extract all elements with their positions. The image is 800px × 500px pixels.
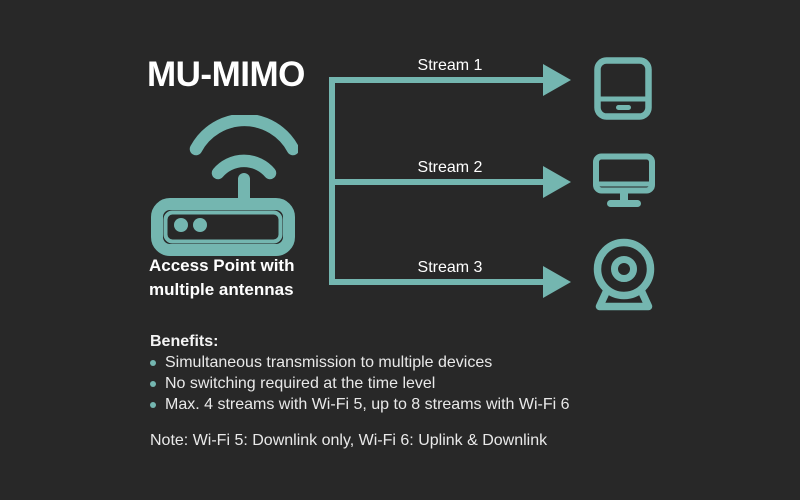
stream-2-arrowhead-icon bbox=[543, 166, 571, 198]
stream-3-arrowhead-icon bbox=[543, 266, 571, 298]
stream-1-arrowhead-icon bbox=[543, 64, 571, 96]
benefits-section: Benefits: Simultaneous transmission to m… bbox=[150, 331, 570, 415]
benefit-text: Simultaneous transmission to multiple de… bbox=[165, 354, 493, 371]
stream-1-arrow-line bbox=[329, 77, 543, 83]
benefit-item: Max. 4 streams with Wi-Fi 5, up to 8 str… bbox=[150, 394, 570, 415]
access-point-caption: Access Point with multiple antennas bbox=[149, 254, 294, 302]
wifi-router-icon bbox=[151, 115, 298, 256]
benefit-item: Simultaneous transmission to multiple de… bbox=[150, 352, 570, 373]
stream-3-label: Stream 3 bbox=[417, 259, 483, 276]
bullet-dot-icon bbox=[150, 401, 156, 408]
bullet-dot-icon bbox=[150, 359, 156, 366]
smartphone-icon bbox=[594, 57, 652, 120]
stream-1-label: Stream 1 bbox=[417, 57, 483, 74]
stream-2-arrow-line bbox=[329, 179, 543, 185]
benefit-item: No switching required at the time level bbox=[150, 373, 570, 394]
stream-3-arrow-line bbox=[329, 279, 543, 285]
note-text: Note: Wi-Fi 5: Downlink only, Wi-Fi 6: U… bbox=[150, 432, 548, 449]
bullet-dot-icon bbox=[150, 380, 156, 387]
page-title: MU-MIMO bbox=[147, 55, 305, 94]
stream-2-label: Stream 2 bbox=[417, 159, 483, 176]
benefits-heading: Benefits: bbox=[150, 333, 219, 350]
monitor-icon bbox=[593, 153, 655, 207]
access-point-caption-line1: Access Point with bbox=[149, 256, 295, 275]
webcam-icon bbox=[593, 238, 655, 311]
access-point-caption-line2: multiple antennas bbox=[149, 280, 294, 299]
benefit-text: No switching required at the time level bbox=[165, 375, 436, 392]
benefit-text: Max. 4 streams with Wi-Fi 5, up to 8 str… bbox=[165, 396, 570, 413]
